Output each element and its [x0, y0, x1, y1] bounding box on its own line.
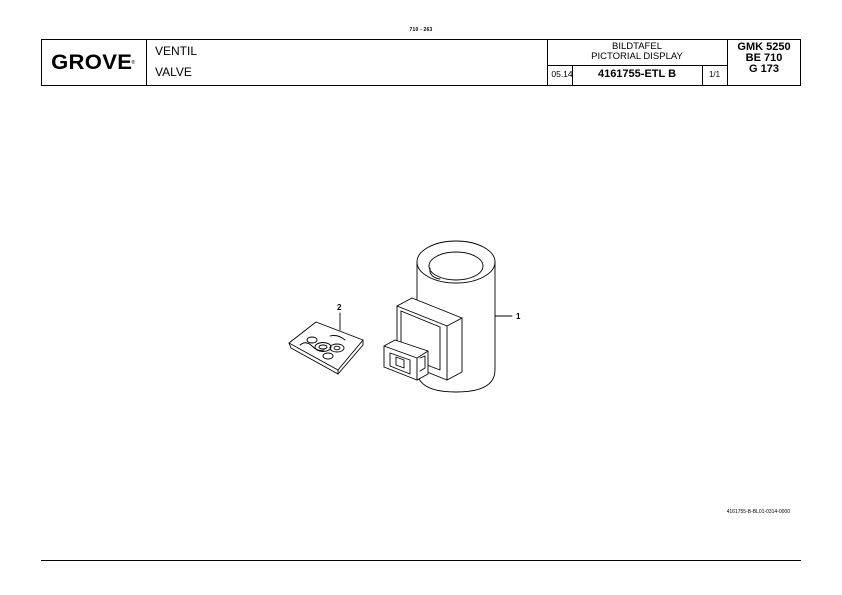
seal-kit [288, 321, 364, 375]
bildtafel-label: BILDTAFEL [612, 41, 662, 52]
model-line-3: G 173 [749, 63, 779, 75]
model-line-2: BE 710 [745, 52, 783, 64]
divider [572, 65, 573, 85]
model-line-1: GMK 5250 [737, 41, 791, 53]
callout-1: 1 [516, 312, 521, 321]
part-number: 4161755-ETL B [597, 68, 677, 80]
title-english: VALVE [155, 65, 192, 79]
divider [702, 65, 703, 85]
model-block: GMK 5250 BE 710 G 173 [727, 42, 801, 75]
grove-logo: GROVE® [42, 40, 146, 85]
pictorial-display-label: PICTORIAL DISPLAY [591, 51, 683, 62]
divider [547, 40, 548, 85]
issue-date: 05.14 [551, 69, 573, 79]
divider [146, 40, 147, 85]
title-block: GROVE® VENTIL VALVE BILDTAFEL PICTORIAL … [41, 39, 801, 86]
drawing-reference: 4161755-B-BL01-0314-0000 [726, 509, 790, 515]
registered-mark: ® [131, 59, 136, 66]
logo-text: GROVE [51, 50, 133, 74]
solenoid-coil [383, 240, 496, 393]
divider [547, 65, 727, 66]
footer-rule [41, 560, 801, 561]
sheet-number: 1/1 [708, 70, 721, 79]
title-german: VENTIL [155, 44, 198, 58]
divider [727, 40, 728, 85]
pictorial-heading: BILDTAFEL PICTORIAL DISPLAY [547, 42, 727, 62]
top-reference: 710 - 263 [409, 27, 433, 33]
callout-2: 2 [337, 303, 342, 312]
